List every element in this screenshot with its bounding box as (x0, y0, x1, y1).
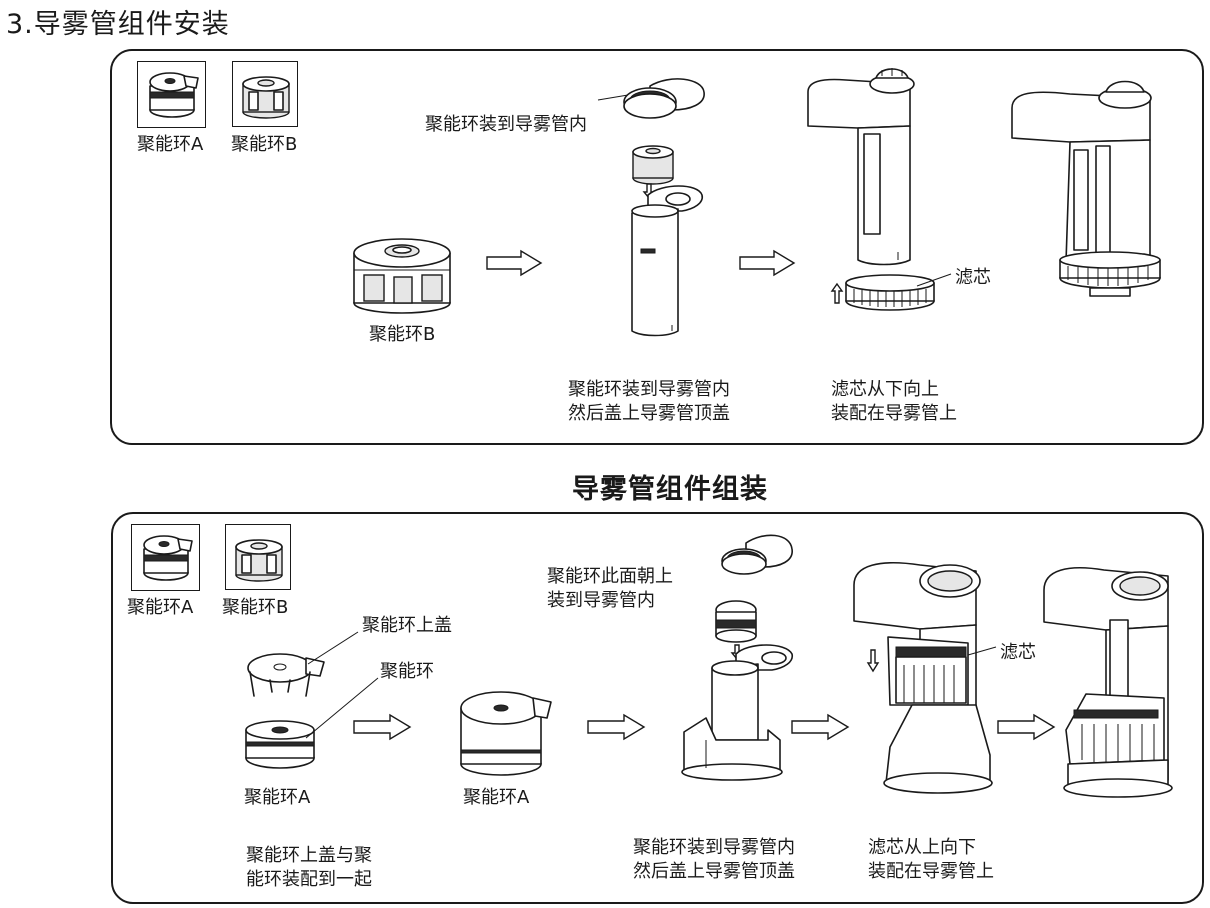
right-arrow-icon (791, 713, 850, 741)
ring-callout: 聚能环 (380, 661, 434, 682)
caption-line: 能环装配到一起 (246, 869, 372, 890)
filter-callout: 滤芯 (955, 267, 991, 288)
filter-callout-leader (916, 273, 952, 287)
ring-b-small-illustration (632, 145, 674, 185)
ring-a-thumbnail (131, 524, 200, 591)
caption-line: 装配在导雾管上 (868, 861, 994, 882)
section-title: 导雾管组件组装 (572, 474, 768, 505)
assembly-panel-top (110, 49, 1204, 445)
assembly-panel-bottom (111, 512, 1204, 904)
ring-b-thumb-label: 聚能环B (231, 134, 298, 155)
ring-b-label: 聚能环B (369, 324, 436, 345)
caption-line: 聚能环装到导雾管内 (633, 837, 795, 858)
caption-line: 聚能环此面朝上 (547, 566, 673, 587)
ring-a-thumb-label: 聚能环A (137, 134, 204, 155)
ring-b-thumbnail-icon (235, 539, 283, 582)
spray-tube-illustration (631, 185, 704, 337)
tube-with-cap-illustration (807, 68, 915, 266)
up-arrow-icon (830, 282, 844, 304)
caption-line: 然后盖上导雾管顶盖 (568, 403, 730, 424)
ring-a-small-illustration (715, 600, 757, 643)
final-assembly-illustration (1043, 567, 1173, 798)
step3-caption: 滤芯从上向下 装配在导雾管上 (868, 836, 994, 884)
ring-a-thumbnail-icon (149, 72, 199, 118)
down-arrow-icon (866, 649, 880, 673)
tube-top-cap-illustration (623, 78, 705, 119)
right-arrow-icon (587, 713, 646, 741)
step2-caption: 滤芯从下向上 装配在导雾管上 (831, 378, 957, 426)
tube-top-cap-illustration (721, 534, 793, 575)
caption-line: 滤芯从上向下 (868, 837, 976, 858)
tube-filter-insert-illustration (853, 562, 997, 794)
ring-b-illustration (353, 238, 451, 314)
ring-a-label: 聚能环A (463, 787, 530, 808)
caption-line: 聚能环装到导雾管内 (568, 379, 730, 400)
step2-caption: 聚能环装到导雾管内 然后盖上导雾管顶盖 (633, 836, 795, 884)
ring-a-exploded-illustration (245, 631, 379, 769)
callout-leader-line (597, 94, 629, 101)
face-up-callout: 聚能环此面朝上 装到导雾管内 (547, 565, 673, 613)
ring-cap-callout: 聚能环上盖 (362, 615, 452, 636)
caption-line: 滤芯从下向上 (831, 379, 939, 400)
ring-b-thumb-label: 聚能环B (222, 597, 289, 618)
filter-illustration (845, 274, 935, 311)
right-arrow-icon (997, 713, 1056, 741)
filter-callout: 滤芯 (1000, 642, 1036, 663)
ring-a-assembled-illustration (460, 691, 552, 776)
assembled-tube-illustration (1011, 80, 1161, 297)
page-title: 3.导雾管组件安装 (6, 9, 230, 40)
step1-caption: 聚能环装到导雾管内 然后盖上导雾管顶盖 (568, 378, 730, 426)
ring-a-thumbnail-icon (143, 535, 193, 581)
step1-caption: 聚能环上盖与聚 能环装配到一起 (246, 844, 372, 892)
caption-line: 聚能环上盖与聚 (246, 845, 372, 866)
ring-b-thumbnail (225, 524, 291, 590)
right-arrow-icon (739, 249, 796, 277)
ring-a-label: 聚能环A (244, 787, 311, 808)
tube-base-illustration (681, 644, 794, 781)
caption-line: 然后盖上导雾管顶盖 (633, 861, 795, 882)
caption-line: 装到导雾管内 (547, 590, 655, 611)
ring-b-thumbnail-icon (242, 76, 290, 119)
ring-b-thumbnail (232, 61, 298, 127)
ring-into-tube-callout: 聚能环装到导雾管内 (425, 114, 587, 135)
ring-a-thumbnail (137, 61, 206, 128)
caption-line: 装配在导雾管上 (831, 403, 957, 424)
right-arrow-icon (353, 713, 412, 741)
ring-a-thumb-label: 聚能环A (127, 597, 194, 618)
right-arrow-icon (486, 249, 543, 277)
